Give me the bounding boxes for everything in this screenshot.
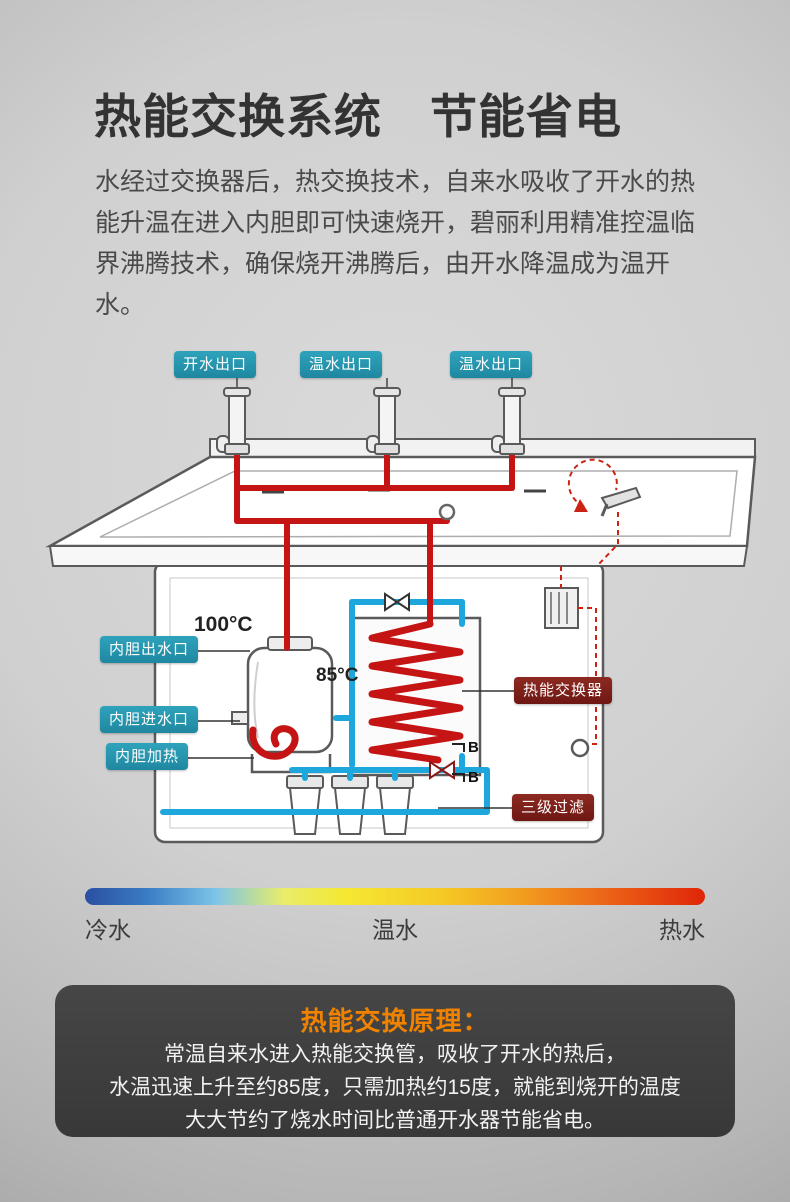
label-warm-water-outlet-2: 温水出口 <box>450 351 533 378</box>
scale-warm-label: 温水 <box>372 917 418 943</box>
principle-card: 热能交换原理： 常温自来水进入热能交换管，吸收了开水的热后， 水温迅速上升至约8… <box>55 985 735 1137</box>
triple-filter <box>286 775 414 835</box>
label-connectors <box>186 650 514 809</box>
temp-85c-label: 85°C <box>316 665 359 686</box>
label-tank-outlet: 内胆出水口 <box>100 636 199 663</box>
b-markers: B B <box>452 739 479 786</box>
principle-line-3: 大大节约了烧水时间比普通开水器节能省电。 <box>185 1109 605 1132</box>
faucet-warm-1 <box>366 378 401 455</box>
principle-line-2: 水温迅速上升至约85度，只需加热约15度，就能到烧开的温度 <box>109 1076 681 1099</box>
principle-line-1: 常温自来水进入热能交换管，吸收了开水的热后， <box>164 1043 626 1066</box>
bypass-valve-icon <box>384 592 410 612</box>
scale-cold-label: 冷水 <box>85 917 131 943</box>
marker-b2: B <box>468 769 479 786</box>
inner-tank <box>231 636 334 774</box>
intro-text: 水经过交换器后，热交换技术，自来水吸收了开水的热能升温在进入内胆即可快速烧开，碧… <box>95 168 696 319</box>
inlet-valve-icon <box>429 760 455 780</box>
temperature-gradient-bar <box>85 888 705 905</box>
label-boiling-water-outlet: 开水出口 <box>174 351 257 378</box>
label-heat-exchanger: 热能交换器 <box>514 677 613 704</box>
label-triple-filter: 三级过滤 <box>512 794 595 821</box>
label-tank-inlet: 内胆进水口 <box>100 706 199 733</box>
label-tank-heating: 内胆加热 <box>106 743 189 770</box>
exchanger-coil <box>368 620 464 764</box>
page-title: 热能交换系统 节能省电 <box>94 90 622 143</box>
principle-title: 热能交换原理： <box>300 1006 490 1036</box>
marker-b1: B <box>468 739 479 756</box>
heating-element <box>249 725 299 760</box>
swivel-tap <box>567 458 642 517</box>
rotate-arrow-icon <box>567 458 618 507</box>
faucet-boiling <box>216 378 251 455</box>
diagram-artwork: B B 100°C 85°C <box>45 378 757 844</box>
heat-exchange-diagram: B B 100°C 85°C 开水出口 温水出口 温水出口 内胆出水口 内胆进水… <box>0 340 790 892</box>
faucet-warm-2 <box>491 378 526 455</box>
tank-inlet-fitting <box>231 711 249 725</box>
control-box <box>544 512 619 758</box>
label-warm-water-outlet-1: 温水出口 <box>300 351 383 378</box>
sink-gauge <box>438 503 456 521</box>
sink-top <box>45 438 757 567</box>
temperature-scale: 冷水 温水 热水 <box>85 911 705 945</box>
hot-water-pipes <box>234 451 515 651</box>
temp-100c-label: 100°C <box>194 613 253 636</box>
scale-hot-label: 热水 <box>659 917 705 943</box>
drain-fitting <box>570 738 590 758</box>
